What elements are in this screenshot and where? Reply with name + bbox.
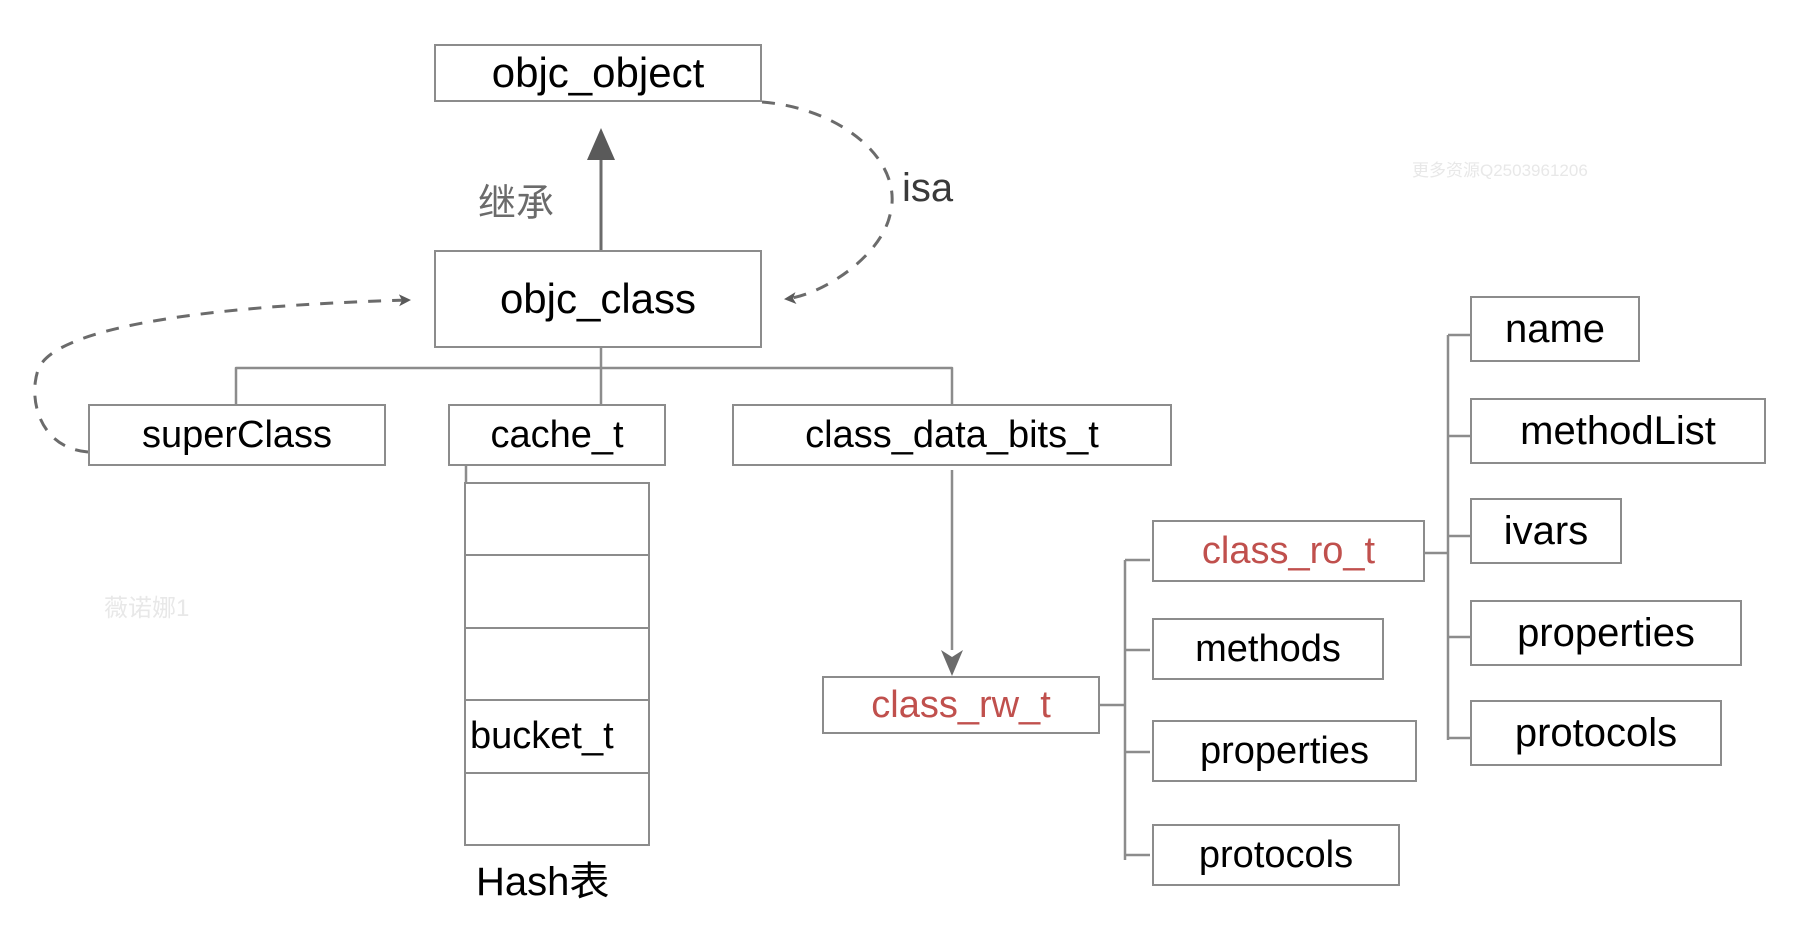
watermark-left-text: 薇诺娜1 <box>104 595 190 622</box>
edge-ro-children <box>1425 333 1470 740</box>
node-super-class[interactable]: superClass <box>88 404 386 466</box>
node-objc-object[interactable]: objc_object <box>434 44 762 102</box>
watermark-left: 薇诺娜1 <box>104 597 189 621</box>
edge-rw-children <box>1100 558 1150 860</box>
edge-label-isa-text: isa <box>902 166 954 210</box>
node-class-rw-t[interactable]: class_rw_t <box>822 676 1100 734</box>
node-class-rw-t-label: class_rw_t <box>871 684 1051 726</box>
hash-cell-label: bucket_t <box>470 714 614 757</box>
node-rw-properties[interactable]: properties <box>1152 720 1417 782</box>
edge-objc-class-children <box>234 346 954 406</box>
node-super-class-label: superClass <box>141 414 333 456</box>
node-rw-protocols[interactable]: protocols <box>1152 824 1400 886</box>
node-rw-methods[interactable]: methods <box>1152 618 1384 680</box>
hash-table-cell[interactable] <box>466 484 648 557</box>
node-class-data-bits-t-label: class_data_bits_t <box>805 414 1099 456</box>
node-ro-properties[interactable]: properties <box>1470 600 1742 666</box>
hash-table-caption: Hash表 <box>476 862 609 902</box>
hash-table-cell[interactable] <box>466 629 648 702</box>
node-class-data-bits-t[interactable]: class_data_bits_t <box>732 404 1172 466</box>
edge-label-isa: isa <box>902 168 953 208</box>
hash-table: bucket_t <box>464 482 650 846</box>
hash-table-cell[interactable] <box>466 556 648 629</box>
node-ro-method-list[interactable]: methodList <box>1470 398 1766 464</box>
hash-table-cell[interactable] <box>466 774 648 844</box>
node-ro-properties-label: properties <box>1517 611 1695 655</box>
edge-inheritance <box>587 128 615 253</box>
node-ro-name[interactable]: name <box>1470 296 1640 362</box>
hash-table-caption-text: Hash表 <box>476 860 610 904</box>
edge-isa <box>761 100 894 305</box>
node-objc-class[interactable]: objc_class <box>434 250 762 348</box>
node-ro-ivars[interactable]: ivars <box>1470 498 1622 564</box>
node-ro-protocols-label: protocols <box>1514 711 1678 755</box>
node-cache-t-label: cache_t <box>490 414 624 456</box>
node-objc-class-label: objc_class <box>499 275 697 322</box>
edge-label-inheritance-text: 继承 <box>478 183 555 225</box>
node-cache-t[interactable]: cache_t <box>448 404 666 466</box>
node-ro-method-list-label: methodList <box>1520 409 1716 453</box>
node-ro-protocols[interactable]: protocols <box>1470 700 1722 766</box>
node-ro-ivars-label: ivars <box>1503 509 1589 553</box>
node-rw-properties-label: properties <box>1200 730 1369 772</box>
watermark-top-right: 更多资源Q2503961206 <box>1412 162 1588 179</box>
node-class-ro-t[interactable]: class_ro_t <box>1152 520 1425 582</box>
node-rw-protocols-label: protocols <box>1198 834 1354 876</box>
hash-table-cell-bucket-t[interactable]: bucket_t <box>466 701 648 774</box>
watermark-top-right-text: 更多资源Q2503961206 <box>1412 161 1588 180</box>
node-objc-object-label: objc_object <box>491 49 705 96</box>
node-ro-name-label: name <box>1504 307 1606 351</box>
edge-databits-to-rw <box>941 470 963 676</box>
node-rw-methods-label: methods <box>1195 628 1341 670</box>
node-class-ro-t-label: class_ro_t <box>1201 530 1376 572</box>
edge-label-inheritance: 继承 <box>478 185 554 223</box>
